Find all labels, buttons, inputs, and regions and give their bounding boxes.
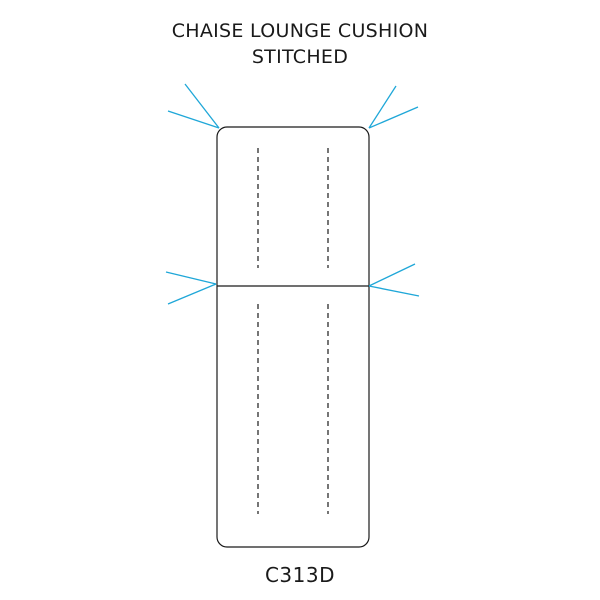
diagram-title: CHAISE LOUNGE CUSHION — [171, 20, 429, 42]
tie-middle-left — [165, 271, 217, 305]
tie-top-left — [167, 83, 220, 129]
tie-top-right — [368, 85, 419, 129]
product-code: C313D — [264, 563, 336, 587]
cushion-outline — [216, 126, 370, 548]
diagram-subtitle: STITCHED — [251, 46, 349, 68]
tie-middle-right — [368, 263, 420, 297]
